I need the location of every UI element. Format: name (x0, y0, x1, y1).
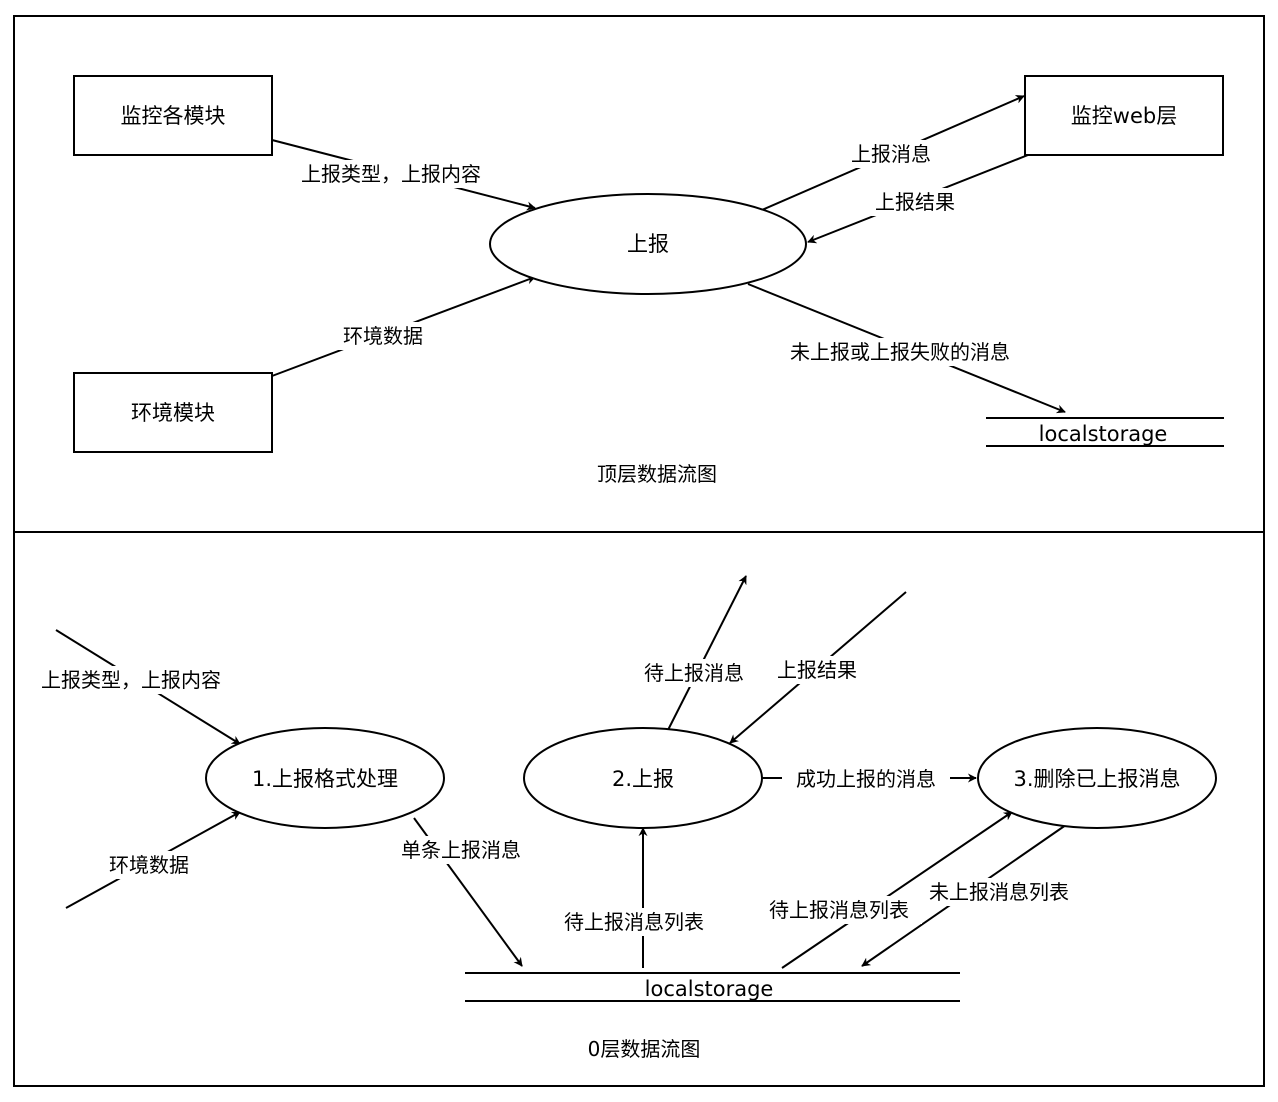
process-format (205, 727, 445, 829)
edge-store-to-p3 (781, 811, 1013, 969)
entity-env-module-label: 环境模块 (131, 401, 215, 425)
process-format-label: 1.上报格式处理 (252, 767, 398, 791)
flow-l0-report-result-label: 上报结果 (777, 658, 857, 682)
flow-l0-type-content-label: 上报类型，上报内容 (41, 668, 221, 692)
flow-type-content-label: 上报类型，上报内容 (301, 162, 481, 186)
flow-env-data-label: 环境数据 (343, 324, 423, 348)
process-report (489, 193, 807, 295)
level0-caption: 0层数据流图 (588, 1037, 701, 1061)
flow-unreported-list-label: 未上报消息列表 (929, 880, 1069, 904)
flow-pending-msg-label: 待上报消息 (644, 661, 744, 685)
flow-unreported-label: 未上报或上报失败的消息 (790, 340, 1010, 364)
flow-pending-list-up-label: 待上报消息列表 (564, 910, 704, 934)
flow-l0-env-data-label: 环境数据 (109, 853, 189, 877)
process-delete (977, 727, 1217, 829)
flow-single-msg-label: 单条上报消息 (401, 838, 521, 862)
entity-web-layer (1024, 75, 1224, 156)
flow-report-result-label: 上报结果 (875, 190, 955, 214)
entity-monitor-modules-label: 监控各模块 (121, 104, 226, 128)
entity-env-module (73, 372, 273, 453)
flow-pending-list-right-label: 待上报消息列表 (769, 898, 909, 922)
process-report-l0-label: 2.上报 (612, 767, 674, 791)
process-report-l0 (523, 727, 763, 829)
process-report-label: 上报 (627, 232, 669, 256)
edge-p2-out (667, 575, 747, 731)
flow-success-msg-label: 成功上报的消息 (796, 767, 936, 791)
entity-web-layer-label: 监控web层 (1071, 104, 1177, 128)
entity-monitor-modules (73, 75, 273, 156)
process-delete-label: 3.删除已上报消息 (1013, 767, 1180, 791)
store-localstorage-label: localstorage (1039, 422, 1168, 446)
top-caption: 顶层数据流图 (597, 462, 717, 486)
flow-report-msg-label: 上报消息 (851, 142, 931, 166)
store-l0-localstorage-label: localstorage (645, 977, 774, 1001)
